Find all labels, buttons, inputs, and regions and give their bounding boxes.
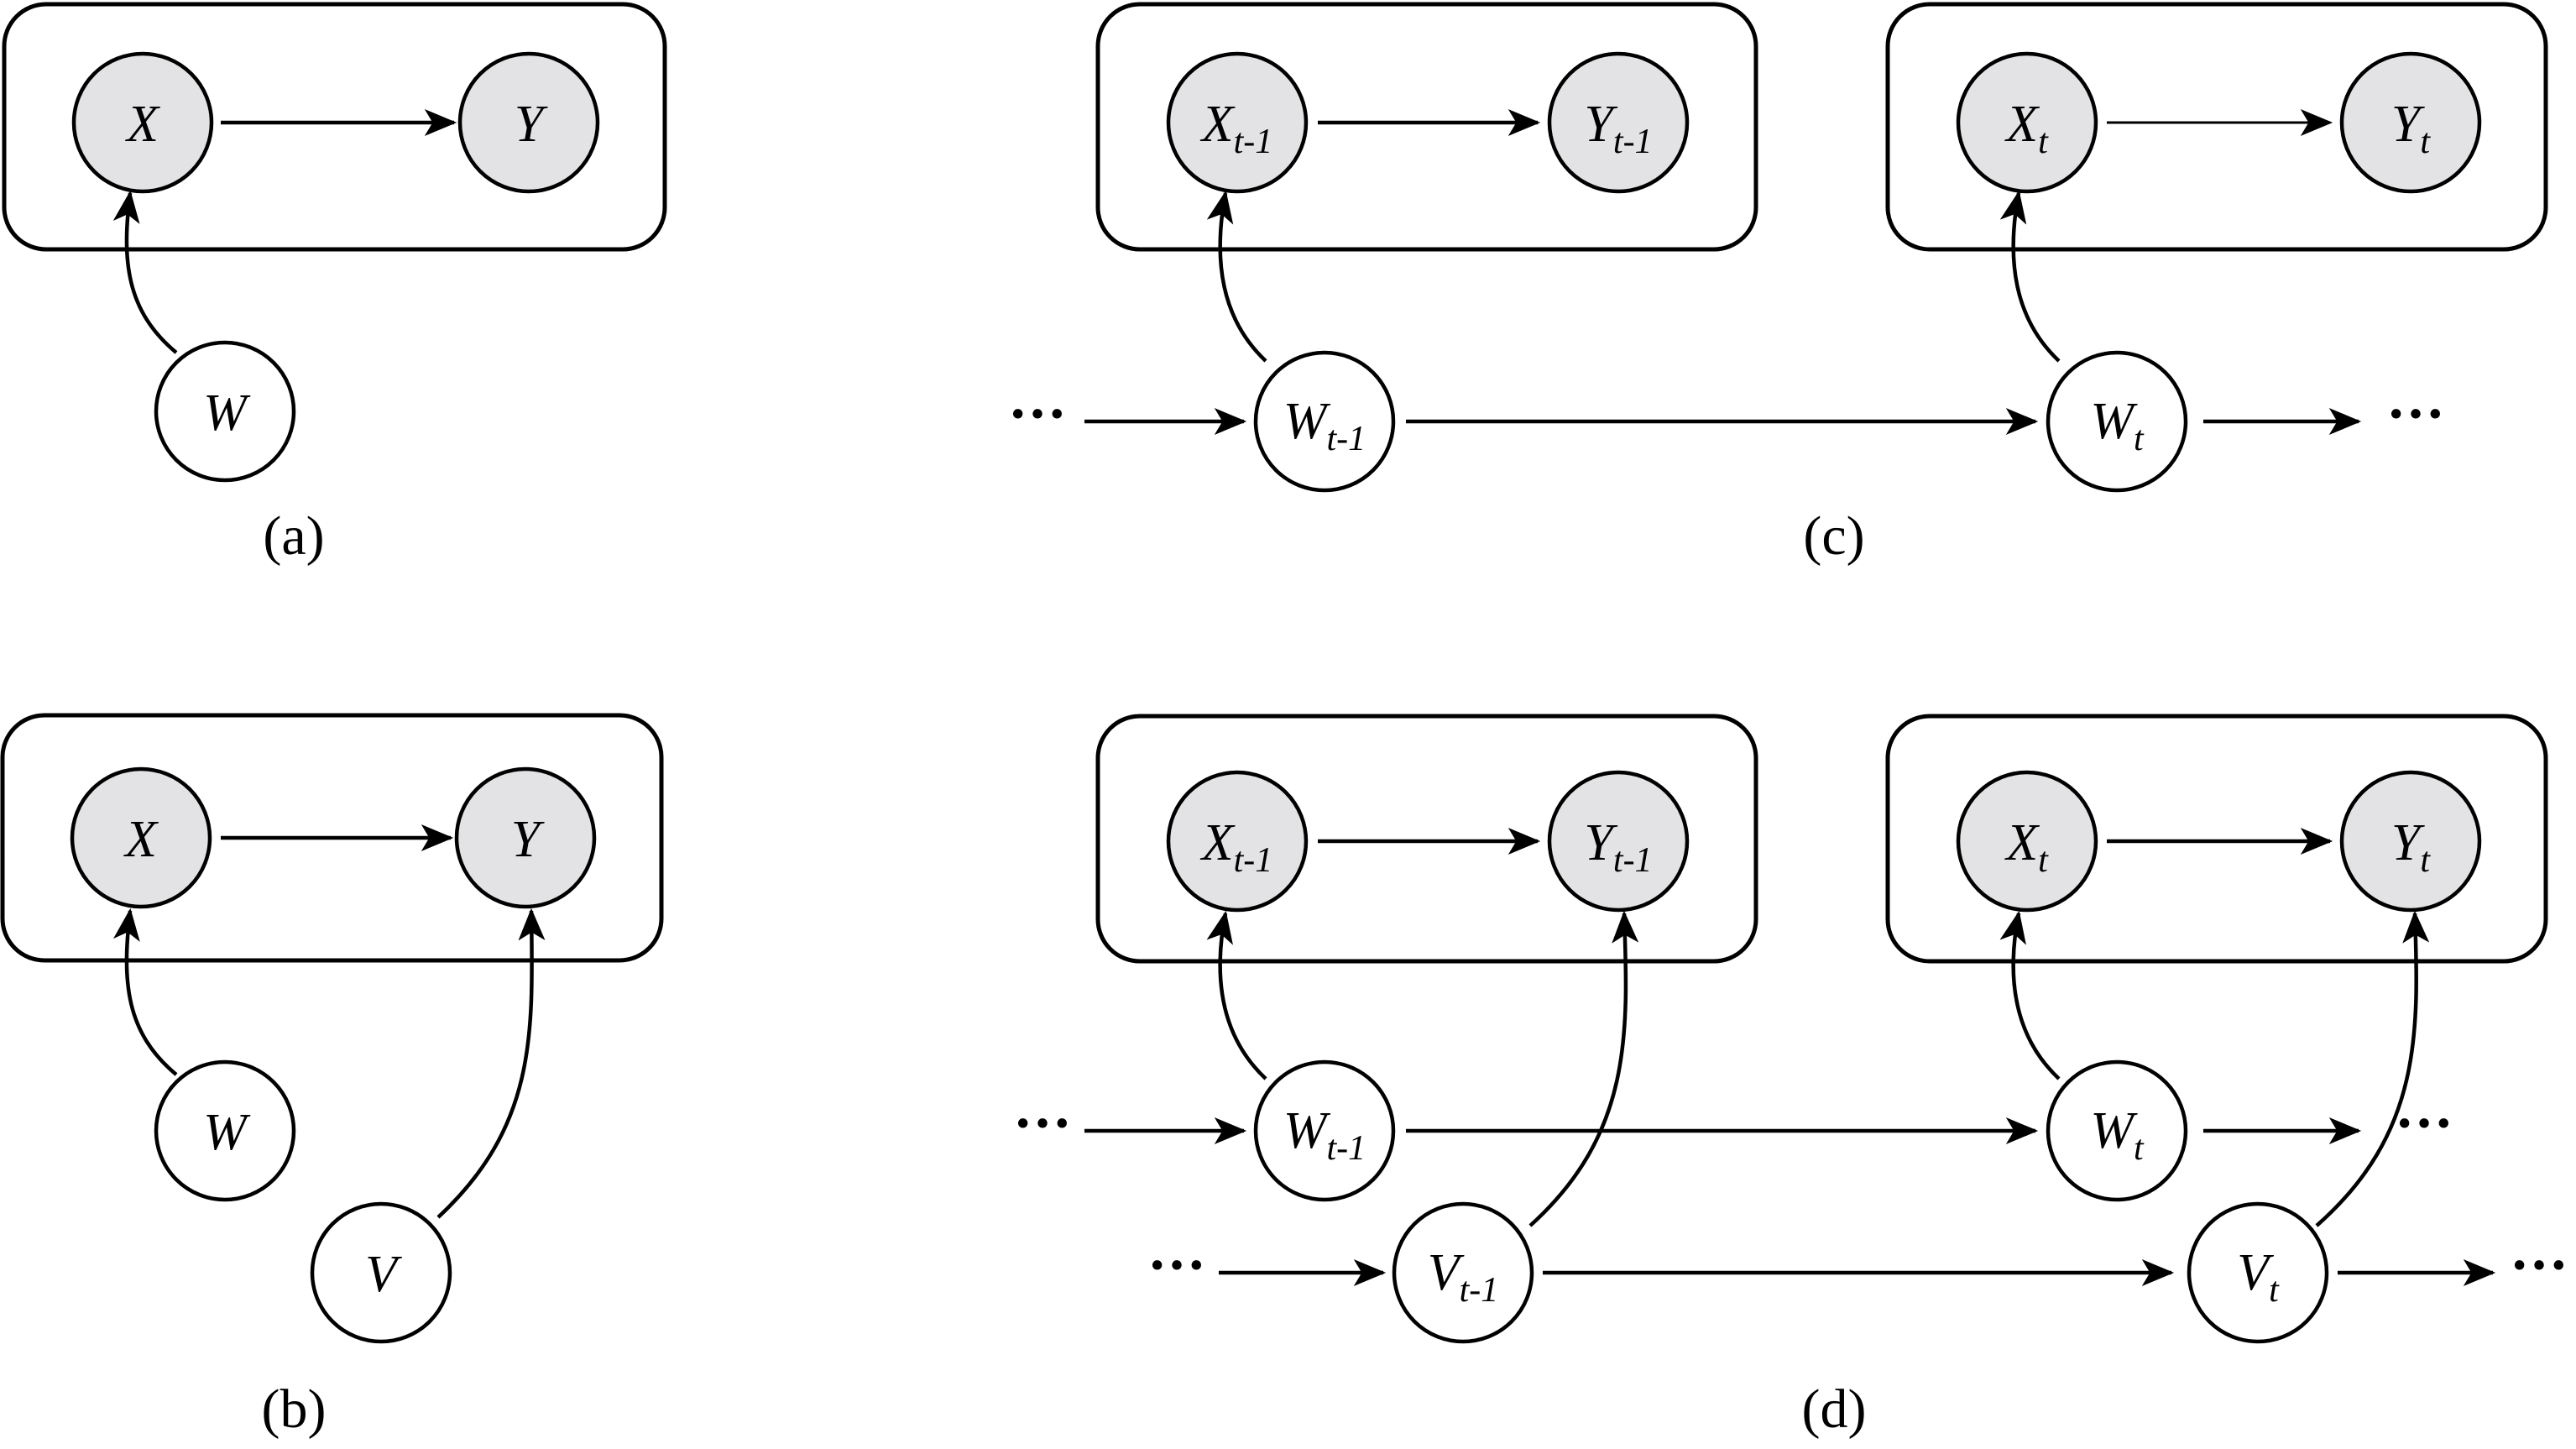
label-v-prev-d: Vt-1 (1428, 1244, 1499, 1310)
label-w-t-d: Wt (2090, 1102, 2145, 1168)
plate-b (0, 713, 664, 963)
label-w-b: W (203, 1104, 251, 1161)
node-w (154, 340, 296, 483)
node-w-t-d (2046, 1059, 2188, 1202)
edge-wt-to-xt-d (1999, 910, 2061, 1080)
label-x: X (124, 96, 160, 153)
caption-b: (b) (262, 1378, 327, 1440)
edge-vprev-to-yprev-d (1528, 910, 1639, 1227)
ellipsis-d-w-left: ··· (1013, 1091, 1072, 1156)
panel-c: ··· ··· Xt-1 Yt-1 Xt Yt Wt-1 Wt (c) (1008, 2, 2548, 567)
panel-d: ··· ··· ··· ··· Xt-1 Yt-1 Xt Yt Wt-1 Wt … (1013, 714, 2568, 1440)
panel-b: X Y W V (b) (0, 713, 664, 1440)
node-x-prev-d (1166, 770, 1309, 913)
node-w-prev-d (1253, 1059, 1396, 1202)
plate-c-t (1885, 2, 2548, 252)
edge-wprev-to-xprev (1206, 190, 1267, 363)
node-v-t-d (2187, 1201, 2329, 1344)
plate-a (2, 2, 667, 252)
node-w-prev (1253, 350, 1396, 493)
node-x (71, 51, 214, 194)
node-v-prev-d (1392, 1201, 1534, 1344)
node-w-t (2046, 350, 2188, 493)
label-y-t-d: Yt (2391, 814, 2431, 880)
caption-d: (d) (1802, 1378, 1867, 1440)
ellipsis-d-v-right: ··· (2510, 1233, 2568, 1298)
node-x-t (1956, 51, 2098, 194)
node-x-t-d (1956, 770, 2098, 913)
node-y-t-d (2339, 770, 2482, 913)
label-x-b: X (123, 811, 159, 868)
label-y-t: Yt (2391, 96, 2431, 161)
plate-d-t (1885, 714, 2548, 964)
label-y: Y (515, 96, 548, 153)
ellipsis-d-w-right: ··· (2395, 1091, 2453, 1156)
node-y-t (2339, 51, 2482, 194)
edge-w-to-x (112, 190, 178, 354)
plate-c-prev (1095, 2, 1758, 252)
label-y-prev-d: Yt-1 (1584, 814, 1652, 880)
label-x-prev: Xt-1 (1199, 96, 1273, 161)
label-w-prev: Wt-1 (1283, 393, 1366, 458)
label-y-prev: Yt-1 (1584, 96, 1652, 161)
label-w-prev-d: Wt-1 (1283, 1102, 1366, 1168)
node-x-b (70, 766, 212, 909)
label-x-t: Xt (2004, 96, 2049, 161)
plate-d-prev (1095, 714, 1758, 964)
node-y-b (454, 766, 597, 909)
node-y-prev-d (1547, 770, 1690, 913)
panel-a: X Y W (a) (2, 2, 667, 567)
label-y-b: Y (511, 811, 545, 868)
node-w-b (154, 1059, 296, 1202)
node-y (457, 51, 600, 194)
node-v-b (310, 1201, 452, 1344)
edge-vt-to-yt-d (2315, 910, 2430, 1227)
node-x-prev (1166, 51, 1309, 194)
edge-wprev-to-xprev-d (1206, 910, 1267, 1080)
edge-wt-to-xt (1999, 190, 2061, 363)
edge-w-to-x-b (113, 908, 178, 1076)
caption-c: (c) (1803, 505, 1864, 567)
ellipsis-c-left: ··· (1008, 382, 1067, 447)
label-x-t-d: Xt (2004, 814, 2049, 880)
label-v-t-d: Vt (2237, 1244, 2280, 1310)
ellipsis-d-v-left: ··· (1147, 1233, 1206, 1298)
node-y-prev (1547, 51, 1690, 194)
label-v-b: V (365, 1246, 402, 1303)
edge-v-to-y-b (436, 908, 546, 1219)
ellipsis-c-right: ··· (2386, 382, 2445, 447)
caption-a: (a) (263, 505, 324, 567)
label-w-t: Wt (2090, 393, 2145, 458)
label-x-prev-d: Xt-1 (1199, 814, 1273, 880)
label-w: W (203, 384, 251, 442)
